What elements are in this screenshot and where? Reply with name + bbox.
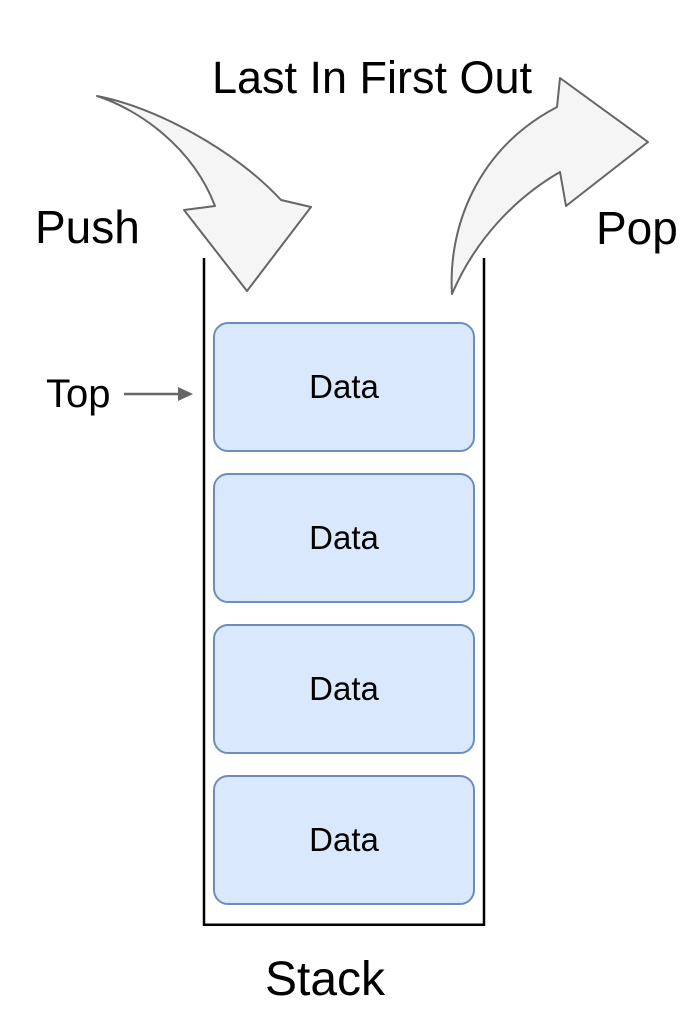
stack-item: Data	[213, 322, 475, 452]
stack-item-label: Data	[309, 368, 379, 405]
push-arrow-icon	[96, 95, 312, 292]
stack-caption: Stack	[264, 953, 386, 1006]
stack-item-label: Data	[309, 519, 379, 556]
diagram-title: Last In First Out	[211, 52, 533, 103]
stack-item-label: Data	[309, 821, 379, 858]
pop-arrow-icon	[450, 77, 649, 295]
stack-item: Data	[213, 473, 475, 603]
stack-item-label: Data	[309, 670, 379, 707]
top-label: Top	[46, 372, 111, 416]
pop-label: Pop	[596, 202, 678, 254]
top-pointer-arrowhead-icon	[178, 387, 193, 401]
stack-container-outline	[202, 258, 486, 926]
stack-item: Data	[213, 775, 475, 905]
stack-item: Data	[213, 624, 475, 754]
push-label: Push	[35, 201, 140, 253]
